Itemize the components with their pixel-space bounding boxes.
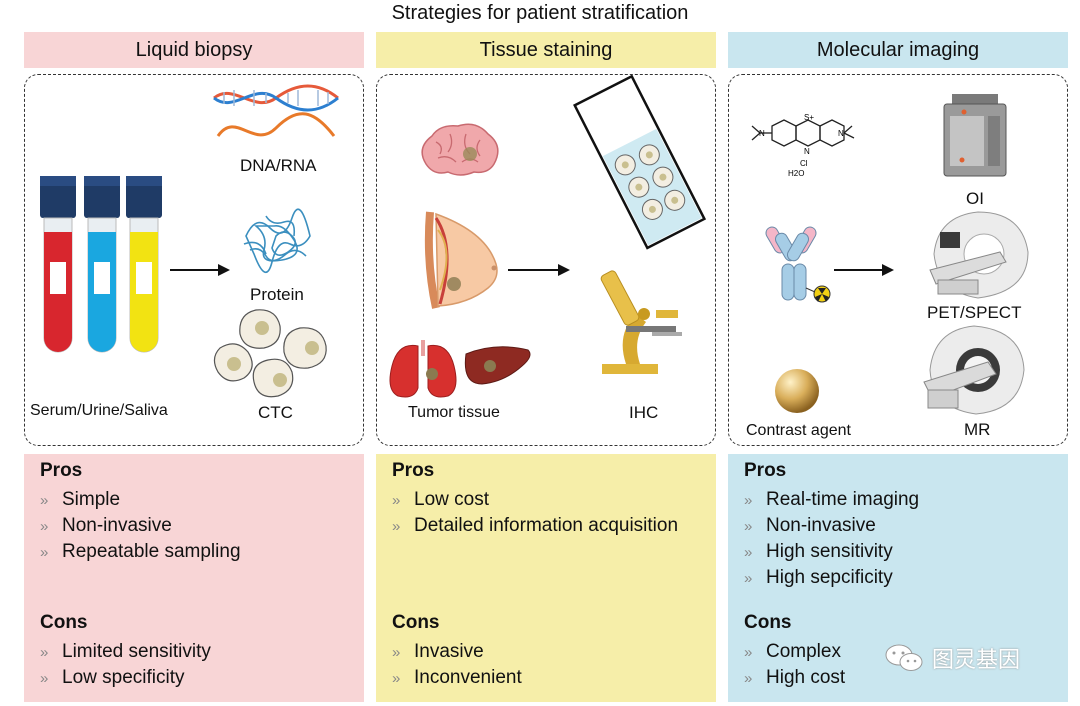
wechat-icon — [885, 644, 923, 671]
liver-icon — [464, 346, 531, 385]
chevron-right-icon: » — [744, 670, 753, 687]
pet-scanner-icon — [929, 211, 1029, 299]
lungs-icon — [389, 340, 457, 398]
panel-liquid-biopsy — [24, 74, 364, 446]
header-molecular-imaging: Molecular imaging — [728, 32, 1068, 68]
cons-list: Cons »Complex »High cost — [742, 612, 845, 691]
cons-list: Cons »Limited sensitivity »Low specifici… — [38, 612, 211, 691]
pros-list: Pros »Simple »Non-invasive »Repeatable s… — [38, 460, 241, 565]
pros-title: Pros — [744, 460, 787, 481]
label-protein: Protein — [250, 285, 304, 304]
label-fluids: Serum/Urine/Saliva — [30, 402, 168, 419]
list-item: »High cost — [742, 665, 845, 691]
list-item: »Non-invasive — [38, 513, 241, 539]
chevron-right-icon: » — [392, 492, 401, 509]
panel-molecular-imaging — [728, 74, 1068, 446]
list-item: »Repeatable sampling — [38, 539, 241, 565]
chevron-right-icon: » — [40, 644, 49, 661]
optical-imager-icon — [943, 94, 1007, 177]
watermark-text: 图灵基因 — [932, 647, 1021, 672]
molecule-structure-icon: S+ N N N Cl H2O — [751, 113, 855, 178]
antibody-icon — [765, 226, 831, 303]
list-item: »Low cost — [390, 487, 678, 513]
chevron-right-icon: » — [40, 544, 49, 561]
pros-title: Pros — [392, 460, 435, 481]
svg-text:N: N — [759, 129, 765, 138]
pros-cons-tissue-staining: Pros »Low cost »Detailed information acq… — [376, 454, 716, 702]
water-label: H2O — [788, 169, 804, 178]
protein-icon — [243, 208, 311, 273]
ctc-cells-icon — [213, 309, 327, 398]
chevron-right-icon: » — [744, 492, 753, 509]
list-item: »Complex — [742, 639, 845, 665]
cons-title: Cons — [744, 612, 792, 633]
list-item: »Detailed information acquisition — [390, 513, 678, 539]
pros-list: Pros »Low cost »Detailed information acq… — [390, 460, 678, 539]
dna-icon — [213, 84, 339, 137]
cons-list: Cons »Invasive »Inconvenient — [390, 612, 522, 691]
list-item: »Simple — [38, 487, 241, 513]
list-item: »Invasive — [390, 639, 522, 665]
label-pet-spect: PET/SPECT — [927, 303, 1022, 322]
list-item: »Low specificity — [38, 665, 211, 691]
mr-scanner-icon — [923, 325, 1025, 415]
label-ihc: IHC — [629, 403, 659, 422]
watermark: 图灵基因 — [884, 640, 1020, 676]
list-item: »High sepcificity — [742, 565, 919, 591]
header-tissue-staining: Tissue staining — [376, 32, 716, 68]
breast-tissue-icon — [424, 211, 498, 309]
chevron-right-icon: » — [40, 670, 49, 687]
nitrogen-label: N — [804, 147, 810, 156]
list-item: »Real-time imaging — [742, 487, 919, 513]
sample-tubes-icon — [40, 176, 162, 353]
cons-title: Cons — [40, 612, 88, 633]
microscope-icon — [600, 270, 682, 374]
brain-icon — [421, 123, 499, 176]
chevron-right-icon: » — [392, 518, 401, 535]
sulfur-label: S+ — [804, 113, 814, 122]
list-item: »High sensitivity — [742, 539, 919, 565]
chevron-right-icon: » — [392, 644, 401, 661]
chevron-right-icon: » — [744, 544, 753, 561]
arrow-right-icon — [834, 264, 894, 276]
panel-tissue-staining — [376, 74, 716, 446]
chloride-label: Cl — [800, 159, 808, 168]
arrow-right-icon — [170, 264, 230, 276]
list-item: »Non-invasive — [742, 513, 919, 539]
label-mr: MR — [964, 420, 991, 439]
chevron-right-icon: » — [744, 518, 753, 535]
label-contrast-agent: Contrast agent — [746, 422, 851, 439]
pros-cons-liquid-biopsy: Pros »Simple »Non-invasive »Repeatable s… — [24, 454, 364, 702]
chevron-right-icon: » — [392, 670, 401, 687]
cons-title: Cons — [392, 612, 440, 633]
label-tumor-tissue: Tumor tissue — [408, 404, 500, 421]
chevron-right-icon: » — [40, 518, 49, 535]
chevron-right-icon: » — [744, 570, 753, 587]
header-liquid-biopsy: Liquid biopsy — [24, 32, 364, 68]
label-oi: OI — [966, 189, 984, 208]
slide-icon — [573, 74, 707, 250]
label-dna-rna: DNA/RNA — [240, 156, 317, 175]
pros-title: Pros — [40, 460, 83, 481]
chevron-right-icon: » — [744, 644, 753, 661]
list-item: »Limited sensitivity — [38, 639, 211, 665]
svg-text:N: N — [838, 129, 844, 138]
pros-list: Pros »Real-time imaging »Non-invasive »H… — [742, 460, 919, 591]
label-ctc: CTC — [258, 403, 293, 422]
arrow-right-icon — [508, 264, 570, 276]
contrast-agent-icon — [775, 369, 819, 413]
figure-title: Strategies for patient stratification — [391, 2, 689, 24]
list-item: »Inconvenient — [390, 665, 522, 691]
chevron-right-icon: » — [40, 492, 49, 509]
